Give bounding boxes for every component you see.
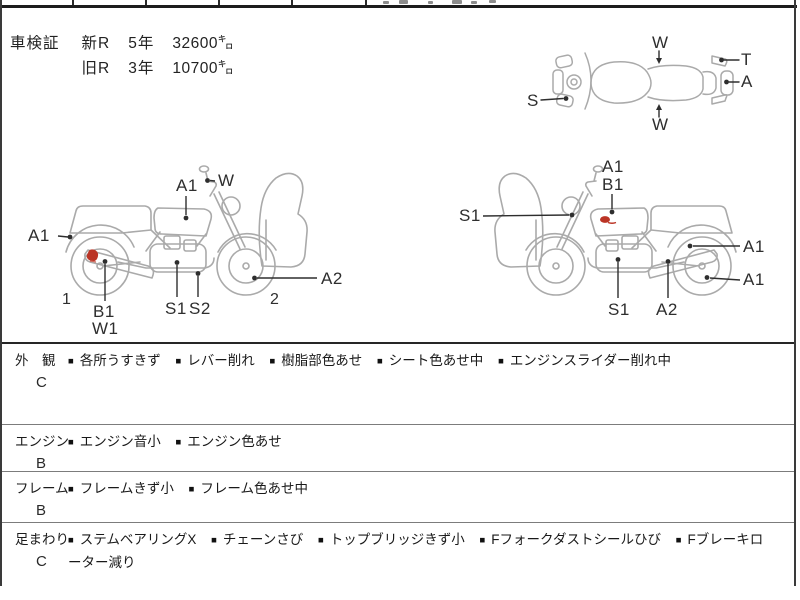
defect-list: フレームきず小 フレーム色あせ中 [68, 472, 780, 522]
era-label: 新R [81, 35, 111, 52]
defect-list: 各所うすきず レバー削れ 樹脂部色あせ シート色あせ中 エンジンスライダー削れ中 [68, 344, 780, 424]
years-value: 3年 [128, 60, 155, 77]
section-label-block: 足まわり C [2, 523, 69, 600]
section-grade: B [36, 502, 47, 519]
section-name: エンジン [15, 434, 69, 449]
defect-item: フレームきず小 [68, 481, 174, 496]
table-divider [218, 0, 220, 6]
table-divider [145, 0, 147, 6]
section-label-block: エンジン B [2, 425, 69, 472]
section-undercarriage: 足まわり C ステムベアリングX チェーンさび トップブリッジきず小 Fフォーク… [2, 522, 794, 600]
marker-label-b1: B1 [93, 302, 115, 321]
cutoff-text-fragment [383, 1, 389, 4]
defect-item: Fブレーキローター減り [68, 532, 763, 570]
marker-label-a1: A1 [743, 237, 765, 256]
section-name: 足まわり [15, 532, 69, 547]
defect-item: ステムベアリングX [68, 532, 197, 547]
section-name: 外 観 [15, 353, 56, 368]
section-frame: フレーム B フレームきず小 フレーム色あせ中 [2, 471, 794, 522]
cutoff-text-fragment [399, 0, 408, 4]
distance-value: 10700㌔ [172, 60, 234, 77]
marker-label-w1: W1 [92, 319, 119, 338]
defect-item: エンジン音小 [68, 434, 161, 449]
wheel-number-1: 1 [62, 291, 71, 308]
sheet-left-border [0, 0, 2, 586]
motorcycle-top-view [540, 50, 740, 118]
marker-label-a2: A2 [656, 300, 678, 319]
section-grade: C [36, 553, 47, 570]
defect-item: フレーム色あせ中 [189, 481, 308, 496]
marker-label-t: T [741, 50, 752, 69]
section-grade: C [36, 374, 47, 391]
section-grade: B [36, 455, 47, 472]
defect-item: Fフォークダストシールひび [479, 532, 661, 547]
marker-label-w: W [652, 115, 669, 134]
defect-item: シート色あせ中 [377, 353, 484, 368]
marker-label-b1: B1 [602, 175, 624, 194]
era-label: 旧R [81, 60, 111, 77]
defect-item: レバー削れ [176, 353, 255, 368]
shaken-title: 車検証 [10, 35, 60, 52]
defect-item: トップブリッジきず小 [318, 532, 465, 547]
defect-item: エンジンスライダー削れ中 [498, 353, 671, 368]
marker-label-s1: S1 [608, 300, 630, 319]
defect-item: エンジン色あせ [176, 434, 282, 449]
marker-label-s1: S1 [459, 206, 481, 225]
marker-label-s: S [527, 91, 539, 110]
defect-item: 樹脂部色あせ [270, 353, 362, 368]
shaken-row-new: 新R 5年 32600㌔ [82, 31, 234, 53]
shaken-rows: 新R 5年 32600㌔ 旧R 3年 10700㌔ [82, 31, 234, 78]
damage-mark-red [600, 216, 610, 223]
section-exterior: 外 観 C 各所うすきず レバー削れ 樹脂部色あせ シート色あせ中 エンジンスラ… [2, 342, 794, 424]
cutoff-text-fragment [471, 1, 477, 4]
marker-label-a1: A1 [176, 176, 198, 195]
marker-label-a1: A1 [28, 226, 50, 245]
marker-label-s1: S1 [165, 299, 187, 318]
marker-label-w: W [218, 171, 235, 190]
shaken-row-old: 旧R 3年 10700㌔ [82, 56, 234, 78]
marker-label-a: A [741, 72, 753, 91]
shaken-header: 車検証 新R 5年 32600㌔ 旧R 3年 10700㌔ [10, 31, 234, 78]
damage-mark-red [86, 249, 99, 262]
defect-item: チェーンさび [211, 532, 303, 547]
section-label-block: 外 観 C [2, 344, 68, 424]
distance-value: 32600㌔ [172, 35, 234, 52]
table-divider [365, 0, 367, 6]
defect-list: エンジン音小 エンジン色あせ [68, 425, 780, 471]
wheel-number-2: 2 [270, 291, 279, 308]
section-name: フレーム [15, 481, 69, 496]
section-label-block: フレーム B [2, 472, 69, 522]
cutoff-text-fragment [452, 0, 462, 4]
table-bottom-border [0, 5, 797, 8]
marker-label-a1: A1 [743, 270, 765, 289]
cutoff-text-fragment [428, 1, 433, 4]
defect-list: ステムベアリングX チェーンさび トップブリッジきず小 Fフォークダストシールひ… [68, 523, 780, 600]
marker-label-s2: S2 [189, 299, 211, 318]
defect-item: 各所うすきず [68, 353, 161, 368]
table-divider [72, 0, 74, 6]
sheet-right-border [794, 0, 796, 586]
cutoff-text-fragment [489, 0, 496, 3]
years-value: 5年 [128, 35, 155, 52]
marker-label-a1: A1 [602, 157, 624, 176]
marker-label-a2: A2 [321, 269, 343, 288]
marker-label-w: W [652, 33, 669, 52]
section-engine: エンジン B エンジン音小 エンジン色あせ [2, 424, 794, 472]
table-divider [291, 0, 293, 6]
